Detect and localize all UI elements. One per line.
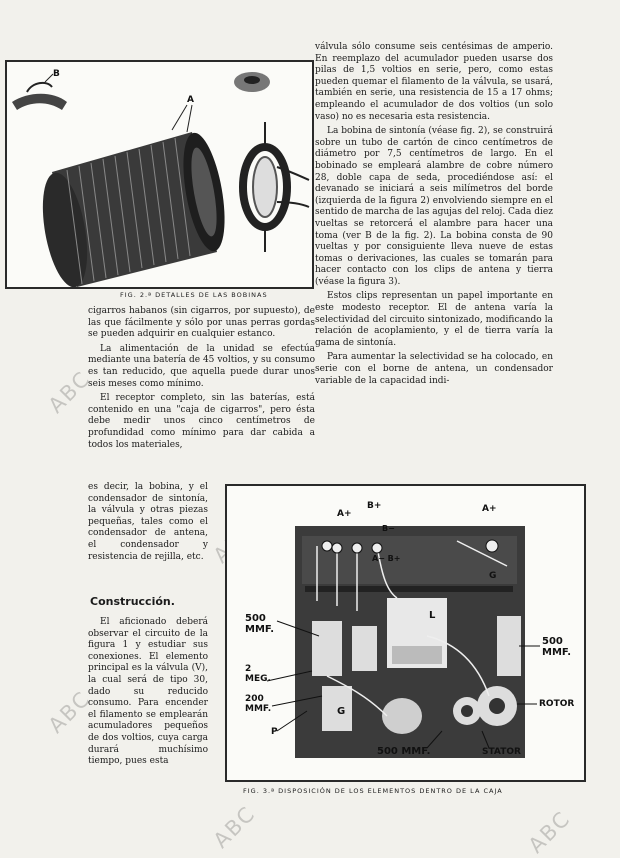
- label-a-plus-right: A+: [482, 504, 497, 514]
- label-l: L: [429, 610, 436, 621]
- paragraph: El aficionado deberá observar el circuit…: [88, 617, 208, 767]
- paragraph: El receptor completo, sin las baterías, …: [88, 393, 315, 450]
- label-b-minus: B−: [382, 524, 395, 533]
- label-b: B: [53, 69, 60, 79]
- paragraph: La bobina de sintonía (véase fig. 2), se…: [315, 126, 553, 287]
- paragraph: La alimentación de la unidad se efectúa …: [88, 343, 315, 389]
- paragraph: es decir, la bobina, y el condensador de…: [88, 482, 208, 562]
- text-column-left-mid: cigarros habanos (sin cigarros, por supu…: [88, 306, 315, 454]
- label-500-mmf-bottom: 500 MMF.: [377, 746, 430, 757]
- label-rotor: ROTOR: [539, 699, 574, 709]
- figure-1-caption: FIG. 2.ª DETALLES DE LAS BOBINAS: [120, 291, 268, 299]
- label-p: P: [271, 727, 278, 737]
- figure-3-caption: FIG. 3.ª DISPOSICIÓN DE LOS ELEMENTOS DE…: [243, 787, 503, 795]
- label-a: A: [187, 95, 194, 105]
- label-g-top: G: [489, 571, 496, 581]
- coil-illustration: B A: [12, 69, 310, 287]
- label-a-plus: A+: [337, 509, 352, 519]
- figure-coil-details: B A: [5, 60, 314, 289]
- text-column-left-bottom: El aficionado deberá observar el circuit…: [88, 617, 208, 771]
- paragraph: Para aumentar la selectividad se ha colo…: [315, 352, 553, 386]
- watermark: ABC: [208, 801, 261, 853]
- text-column-left-narrow: es decir, la bobina, y el condensador de…: [88, 482, 208, 566]
- watermark: ABC: [523, 806, 576, 858]
- label-stator: STATOR: [482, 747, 521, 757]
- paragraph: Estos clips representan un papel importa…: [315, 291, 553, 348]
- label-b-plus: B+: [367, 501, 381, 511]
- label-a-minus-b-plus: A− B+: [372, 554, 400, 563]
- section-heading: Construcción.: [90, 595, 175, 608]
- paragraph: válvula sólo consume seis centésimas de …: [315, 42, 553, 122]
- text-column-right-top: válvula sólo consume seis centésimas de …: [315, 42, 553, 390]
- label-g-bottom: G: [337, 706, 345, 717]
- paragraph: cigarros habanos (sin cigarros, por supu…: [88, 306, 315, 340]
